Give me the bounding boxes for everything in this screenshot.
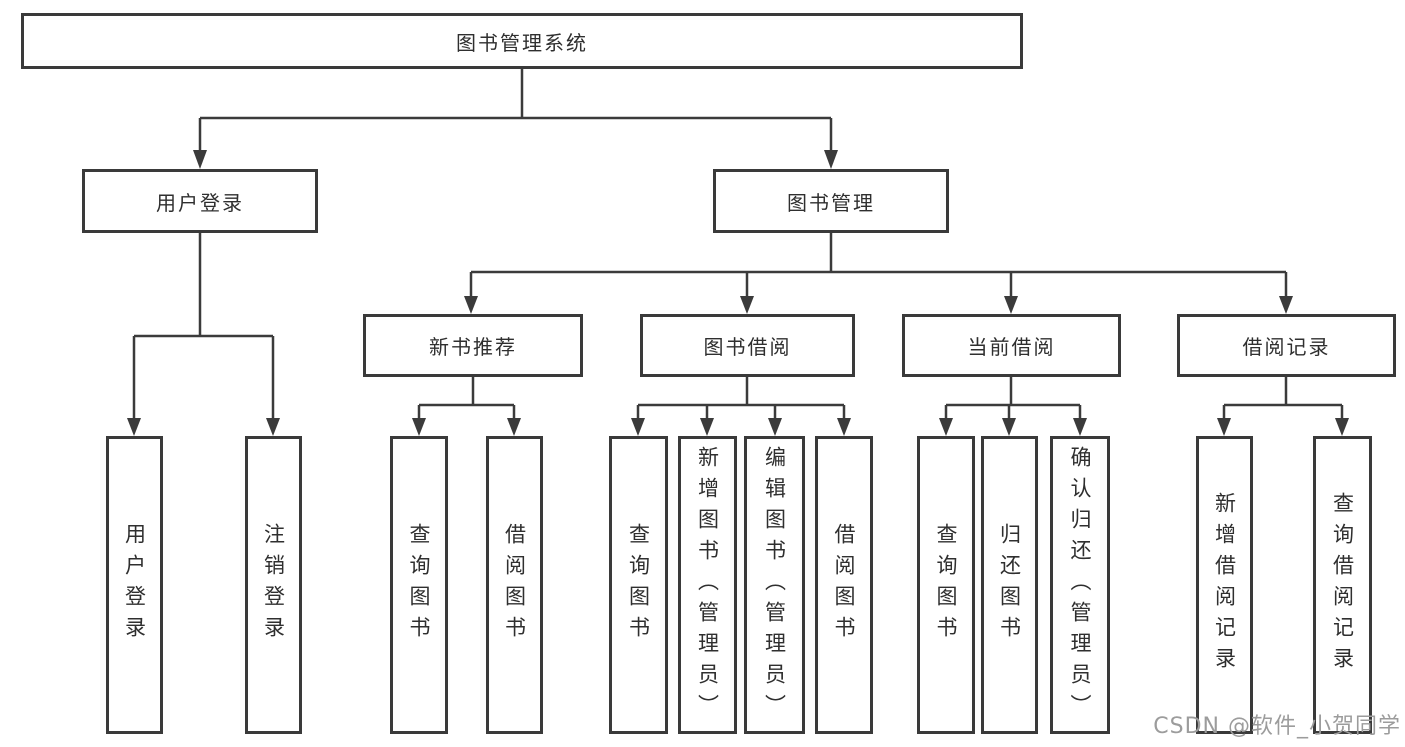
node-borrowing-records-label: 借阅记录	[1242, 335, 1331, 359]
leaf-edit-books-admin: 编辑图书（管理员）	[744, 436, 805, 734]
connector-book-management	[464, 233, 1293, 314]
node-library-system-label: 图书管理系统	[456, 30, 588, 55]
node-book-borrowing: 图书借阅	[640, 314, 855, 377]
connector-borrowing-records	[1217, 377, 1349, 436]
node-book-management-label: 图书管理	[787, 190, 875, 215]
leaf-return-books: 归还图书	[981, 436, 1038, 734]
leaf-query-books-current-label: 查询图书	[934, 523, 958, 647]
leaf-confirm-return-admin-label: 确认归还（管理员）	[1068, 445, 1092, 725]
leaf-borrow-books-label: 借阅图书	[832, 523, 856, 647]
connector-book-borrowing	[631, 377, 851, 436]
leaf-query-borrow-record-label: 查询借阅记录	[1330, 492, 1355, 678]
leaf-query-books-borrow-label: 查询图书	[626, 523, 651, 647]
leaf-query-books-recommend: 查询图书	[390, 436, 448, 734]
node-library-system: 图书管理系统	[21, 13, 1023, 69]
connector-new-book-recommendation	[412, 377, 521, 436]
leaf-add-books-admin: 新增图书（管理员）	[678, 436, 737, 734]
leaf-borrow-books-recommend: 借阅图书	[486, 436, 543, 734]
leaf-logout-label: 注销登录	[261, 523, 286, 647]
leaf-user-login: 用户登录	[106, 436, 163, 734]
connector-current-borrowing	[939, 377, 1087, 436]
leaf-return-books-label: 归还图书	[997, 523, 1022, 647]
connector-user-login	[127, 233, 280, 436]
leaf-borrow-books: 借阅图书	[815, 436, 873, 734]
leaf-logout: 注销登录	[245, 436, 302, 734]
leaf-query-borrow-record: 查询借阅记录	[1313, 436, 1372, 734]
node-current-borrowing-label: 当前借阅	[967, 335, 1056, 359]
leaf-query-books-current: 查询图书	[917, 436, 975, 734]
leaf-user-login-label: 用户登录	[122, 523, 147, 647]
leaf-add-books-admin-label: 新增图书（管理员）	[695, 445, 720, 725]
node-user-login-label: 用户登录	[156, 190, 244, 215]
leaf-edit-books-admin-label: 编辑图书（管理员）	[762, 445, 787, 725]
leaf-borrow-books-recommend-label: 借阅图书	[502, 523, 527, 647]
node-borrowing-records: 借阅记录	[1177, 314, 1396, 377]
leaf-query-books-borrow: 查询图书	[609, 436, 668, 734]
leaf-add-borrow-record: 新增借阅记录	[1196, 436, 1253, 734]
node-user-login: 用户登录	[82, 169, 318, 233]
node-book-management: 图书管理	[713, 169, 949, 233]
node-current-borrowing: 当前借阅	[902, 314, 1121, 377]
node-new-book-recommendation-label: 新书推荐	[429, 335, 517, 359]
leaf-confirm-return-admin: 确认归还（管理员）	[1050, 436, 1110, 734]
leaf-add-borrow-record-label: 新增借阅记录	[1212, 492, 1237, 678]
leaf-query-books-recommend-label: 查询图书	[407, 523, 431, 647]
csdn-watermark: CSDN @软件_小贺同学	[1153, 714, 1401, 739]
node-book-borrowing-label: 图书借阅	[703, 335, 792, 359]
node-new-book-recommendation: 新书推荐	[363, 314, 583, 377]
connector-root	[193, 69, 838, 169]
